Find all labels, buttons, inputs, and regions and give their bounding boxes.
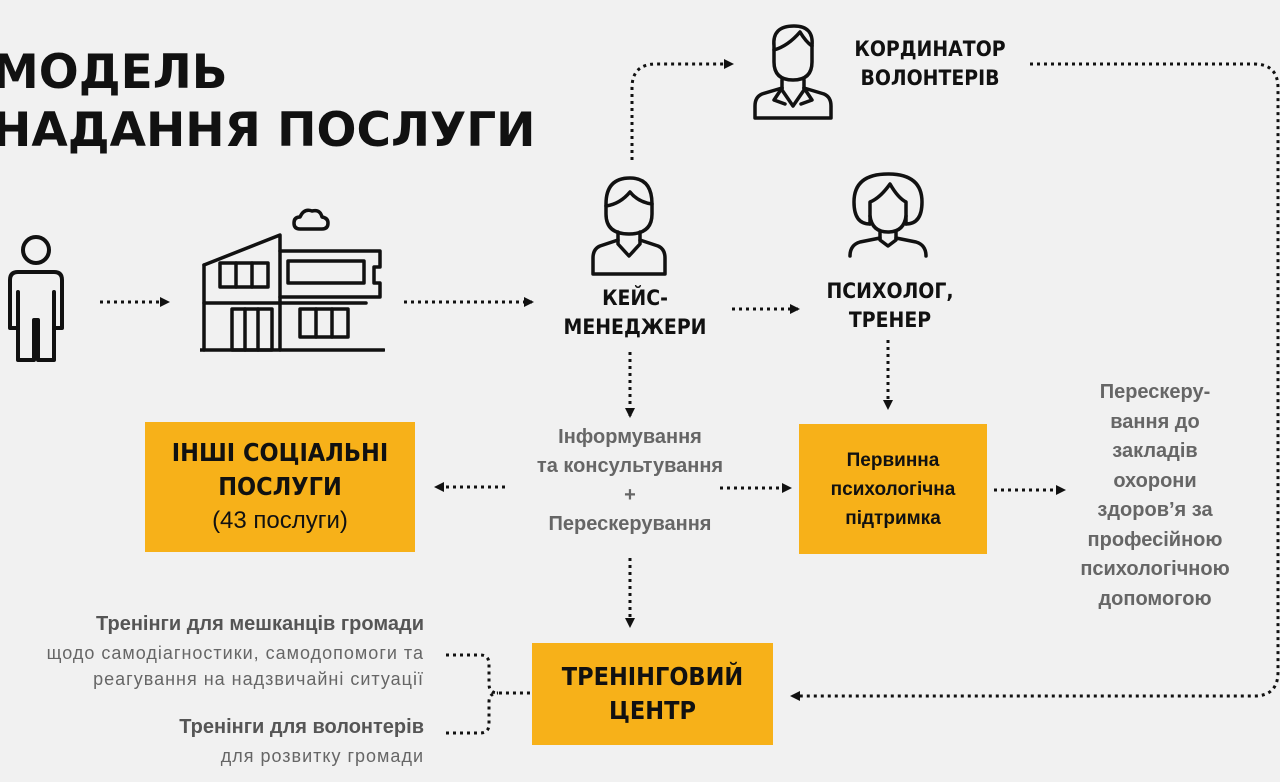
title-line-1: МОДЕЛЬ [0, 45, 228, 100]
informing-text: Інформування та консультування + Переске… [505, 423, 755, 539]
building-icon [200, 208, 385, 352]
psychologist-label: ПСИХОЛОГ, ТРЕНЕР [810, 277, 970, 335]
title-line-2: НАДАННЯ ПОСЛУГИ [0, 103, 536, 158]
coordinator-label: КОРДИНАТОР ВОЛОНТЕРІВ [850, 35, 1010, 93]
informing-line-3: + [624, 484, 636, 506]
other-services-box: ІНШІ СОЦІАЛЬНІ ПОСЛУГИ (43 послуги) [145, 422, 415, 552]
redirect-line-3: закладів [1112, 440, 1198, 462]
volunteers-training-title: Тренінги для волонтерів [179, 716, 424, 738]
residents-training-sub-2: реагування на надзвичайні ситуації [93, 669, 424, 689]
case-managers-label-line-1: КЕЙС- [602, 286, 668, 310]
other-services-line-1: ІНШІ СОЦІАЛЬНІ [171, 438, 389, 467]
person-icon [8, 235, 64, 362]
redirect-line-2: вання до [1110, 410, 1200, 433]
primary-support-box: Первинна психологічна підтримка [799, 424, 987, 554]
primary-support-line-2: психологічна [830, 478, 956, 500]
informing-line-2: та консультування [536, 455, 724, 477]
psychologist-icon [848, 172, 928, 258]
case-managers-label-line-2: МЕНЕДЖЕРИ [563, 315, 707, 339]
redirect-line-5: здоров’я за [1097, 499, 1213, 521]
volunteers-training-sub: для розвитку громади [220, 746, 424, 766]
coordinator-icon [753, 24, 833, 120]
psychologist-label-line-2: ТРЕНЕР [848, 308, 932, 332]
redirect-line-8: допомогою [1098, 587, 1212, 610]
psychologist-label-line-1: ПСИХОЛОГ, [826, 279, 954, 303]
residents-training-title: Тренінги для мешканців громади [96, 613, 424, 635]
informing-line-1: Інформування [558, 426, 702, 448]
case-manager-icon [591, 176, 667, 276]
coordinator-label-line-1: КОРДИНАТОР [854, 37, 1006, 61]
primary-support-line-3: підтримка [845, 507, 941, 529]
redirect-text: Перескеру- вання до закладів охорони здо… [1050, 378, 1260, 614]
redirect-line-1: Перескеру- [1099, 381, 1211, 403]
training-center-line-2: ЦЕНТР [609, 696, 696, 725]
redirect-line-4: охорони [1113, 469, 1197, 492]
coordinator-label-line-2: ВОЛОНТЕРІВ [860, 66, 1000, 90]
informing-line-4: Перескерування [548, 513, 712, 535]
residents-training-sub-1: щодо самодіагностики, самодопомоги та [46, 643, 424, 663]
training-center-box: ТРЕНІНГОВИЙ ЦЕНТР [532, 643, 773, 745]
page-title: МОДЕЛЬ НАДАННЯ ПОСЛУГИ [0, 44, 536, 160]
primary-support-line-1: Первинна [846, 449, 940, 471]
case-managers-label: КЕЙС- МЕНЕДЖЕРИ [555, 284, 715, 342]
redirect-line-7: психологічною [1080, 558, 1230, 580]
other-services-line-2: ПОСЛУГИ [218, 472, 342, 501]
other-services-count: (43 послуги) [212, 507, 348, 534]
redirect-line-6: професійною [1087, 528, 1223, 551]
training-center-line-1: ТРЕНІНГОВИЙ [561, 662, 744, 691]
